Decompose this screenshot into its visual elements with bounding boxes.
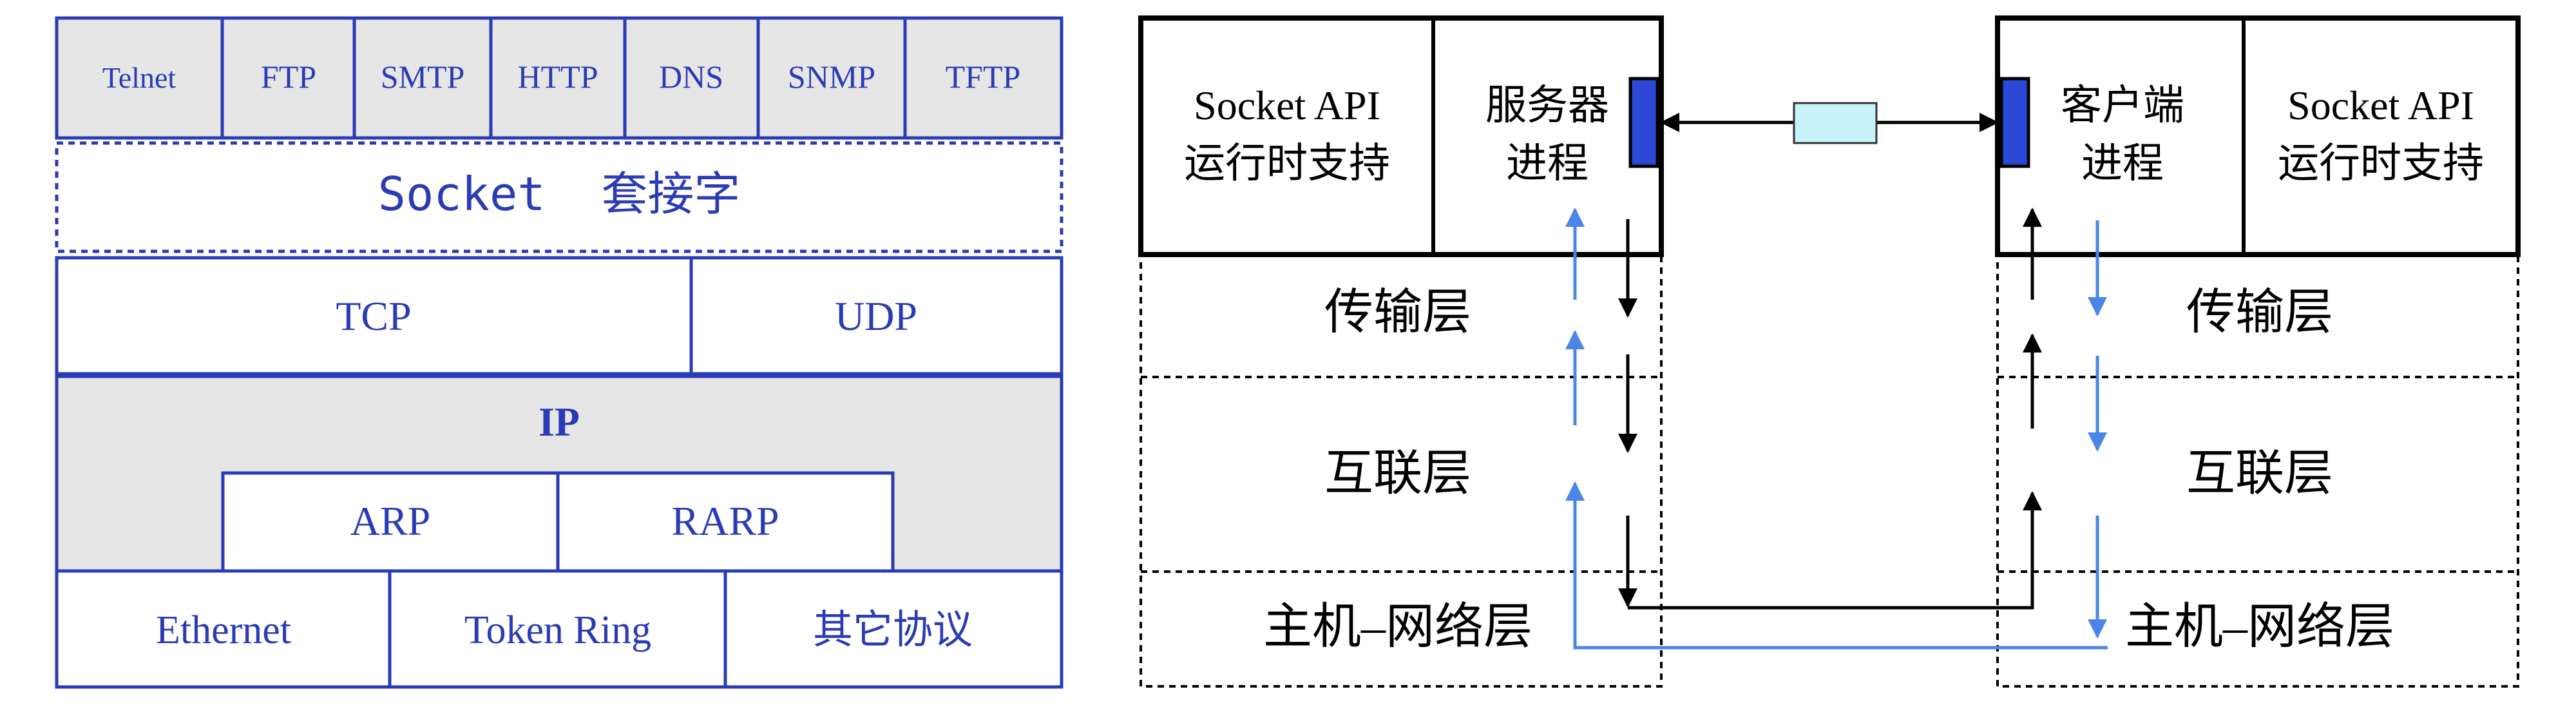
socket-label: Socket 套接字 bbox=[378, 167, 741, 221]
application-layer-row: Telnet FTP SMTP HTTP DNS SNMP TFTP bbox=[55, 16, 1064, 140]
app-protocol-tftp: TFTP bbox=[946, 59, 1021, 95]
server-host-network-layer-label: 主机–网络层 bbox=[1263, 600, 1532, 654]
client-api-label-line2: 运行时支持 bbox=[2278, 140, 2484, 186]
socket-communication: Socket API 运行时支持 服务器 进程 传输层 互联层 主机–网络层 客… bbox=[1138, 15, 2521, 688]
app-protocol-snmp: SNMP bbox=[788, 59, 875, 95]
client-transport-layer-label: 传输层 bbox=[2186, 285, 2333, 340]
blue-path-link-crossing bbox=[1565, 481, 2108, 650]
client-process-label-line1: 客户端 bbox=[2061, 82, 2184, 128]
app-protocol-smtp: SMTP bbox=[381, 59, 465, 95]
client-host: 客户端 进程 Socket API 运行时支持 传输层 互联层 主机–网络层 bbox=[1995, 15, 2521, 688]
client-socket-bar bbox=[1999, 77, 2030, 168]
client-api-label-line1: Socket API bbox=[2287, 82, 2474, 128]
black-data-flow bbox=[1618, 208, 2042, 610]
link-layer-row: Ethernet Token Ring 其它协议 bbox=[55, 569, 1064, 689]
client-process-label-line2: 进程 bbox=[2081, 140, 2164, 186]
message-box bbox=[1793, 102, 1878, 144]
other-protocols-label: 其它协议 bbox=[813, 608, 973, 652]
app-protocol-telnet: Telnet bbox=[102, 61, 177, 94]
arp-label: ARP bbox=[350, 498, 431, 544]
server-process-label-line1: 服务器 bbox=[1485, 82, 1609, 128]
app-protocol-http: HTTP bbox=[518, 59, 598, 95]
rarp-label: RARP bbox=[671, 498, 779, 544]
server-internet-layer-label: 互联层 bbox=[1324, 447, 1471, 501]
logical-connection bbox=[1660, 102, 1999, 144]
black-path-link-crossing bbox=[1628, 491, 2042, 610]
client-host-network-layer-label: 主机–网络层 bbox=[2125, 600, 2394, 654]
server-api-label-line2: 运行时支持 bbox=[1184, 140, 1390, 186]
internet-layer-row: IP ARP RARP bbox=[55, 374, 1064, 573]
server-process-label-line2: 进程 bbox=[1506, 140, 1589, 186]
token-ring-label: Token Ring bbox=[464, 608, 651, 652]
protocol-stack: Telnet FTP SMTP HTTP DNS SNMP TFTP Socke… bbox=[55, 16, 1064, 689]
tcp-label: TCP bbox=[336, 293, 411, 339]
socket-layer-row: Socket 套接字 bbox=[55, 141, 1064, 253]
server-transport-layer-label: 传输层 bbox=[1324, 285, 1471, 340]
blue-data-flow bbox=[1565, 208, 2108, 650]
udp-label: UDP bbox=[835, 293, 917, 339]
server-api-label-line1: Socket API bbox=[1194, 82, 1380, 128]
app-protocol-ftp: FTP bbox=[261, 59, 316, 95]
server-host: Socket API 运行时支持 服务器 进程 传输层 互联层 主机–网络层 bbox=[1138, 15, 1664, 688]
server-socket-bar bbox=[1628, 77, 1659, 168]
ethernet-label: Ethernet bbox=[156, 608, 291, 652]
ip-label: IP bbox=[539, 399, 580, 445]
app-protocol-dns: DNS bbox=[659, 59, 723, 95]
client-internet-layer-label: 互联层 bbox=[2186, 447, 2333, 501]
transport-layer-row: TCP UDP bbox=[55, 256, 1064, 376]
